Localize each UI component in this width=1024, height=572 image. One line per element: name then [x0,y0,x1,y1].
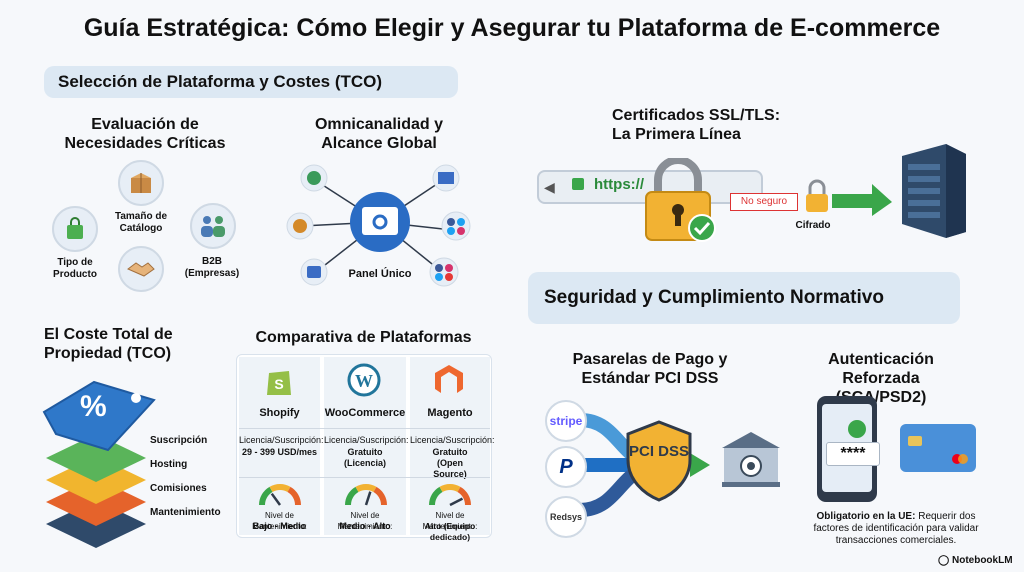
gauge-segment [373,486,387,506]
maintenance-value: Medio - Alto [339,521,391,531]
license-label: Licencia/Suscripción: [239,435,324,445]
shopping-bag-icon [52,206,98,252]
paypal-label: P [559,455,573,478]
needs-title: Evaluación de Necesidades Críticas [64,116,226,152]
padlock-icon [645,158,716,242]
needs-item-catalog: Tamaño de Catálogo [114,211,168,234]
svg-text:W: W [355,371,373,391]
encrypted-label: Cifrado [795,220,831,231]
bank-icon [722,432,780,487]
license-value: Gratuito (Licencia) [343,447,386,468]
page-title: Guía Estratégica: Cómo Elegir y Asegurar… [83,14,941,42]
gauge-segment [439,484,461,493]
needs-item-b2b: B2B (Empresas) [184,256,240,279]
url-text: https:// [594,176,644,193]
auth-note: Obligatorio en la UE: Requerir dos facto… [800,511,992,547]
padlock-small-icon [572,178,584,190]
platform-name-magento: Magento [427,407,473,419]
back-arrow-icon[interactable]: ◀ [544,179,555,195]
paypal-logo-icon: P [545,446,587,488]
auth-note-text: Requerir dos factores de identificación … [813,511,979,546]
card-brand-icon [958,454,968,464]
gauge-segment [345,486,359,506]
compare-title: Comparativa de Plataformas [255,329,472,346]
footer-brand: ◯ NotebookLM [938,555,1013,566]
license-label: Licencia/Suscripción: [410,435,495,445]
tco-layer-hosting: Hosting [150,459,188,470]
notebooklm-icon: ◯ [938,555,952,566]
pci-shield-icon [626,420,692,502]
omni-diagram [286,164,471,287]
maintenance-label: Nivel de Mantenimiento: [422,511,478,531]
gauge-segment [287,486,301,506]
platform-name-woocommerce: WooCommerce [324,407,406,419]
credit-card-icon [900,424,976,472]
maintenance-gauge-icon [429,484,471,507]
redsys-logo-icon: Redsys [545,496,587,538]
check-icon [848,420,866,438]
maintenance-label: Nivel de Mantenimiento: [337,511,393,531]
license-label: Licencia/Suscripción: [324,435,409,445]
stripe-logo-icon: stripe [545,400,587,442]
encryption-arrow-icon [806,179,892,216]
section-header-platform: Selección de Plataforma y Costes (TCO) [44,66,458,98]
license-value: 29 - 399 USD/mes [241,447,318,457]
people-icon [190,203,236,249]
tco-layer-maintenance: Mantenimiento [150,507,221,518]
maintenance-label: Nivel de Mantenimiento: [252,511,307,531]
pci-shield-label: PCI DSS [628,443,689,460]
ssl-title: Certificados SSL/TLS: La Primera Línea [612,107,781,143]
gauge-segment [457,486,471,506]
section-header-security: Seguridad y Cumplimiento Normativo [528,272,960,324]
maintenance-value: Bajo - Medio [252,521,307,531]
redsys-label: Redsys [549,512,583,522]
tag-percent: % [80,390,107,423]
needs-item-product-type: Tipo de Producto [53,257,97,280]
auth-title: Autenticación Reforzada (SCA/PSD2) [828,351,934,406]
footer-brand-label: NotebookLM [951,555,1013,566]
gauge-needle [364,491,372,506]
server-icon [902,144,966,238]
gauge-needle [449,497,464,507]
omni-center-label: Panel Único [348,268,412,280]
gauge-needle [270,492,282,506]
shopify-icon: S [263,363,295,402]
platform-name-shopify: Shopify [259,407,300,419]
gauge-segment [429,486,443,506]
not-secure-badge: No seguro [730,193,798,211]
auth-note-bold: Obligatorio en la UE: [816,511,916,522]
tco-layer-commissions: Comisiones [150,483,207,494]
magento-icon [433,363,465,402]
tco-stack-diagram [42,380,156,548]
license-value: Gratuito (Open Source) [432,447,468,479]
compare-col-magento [410,357,490,535]
card-brand-icon [952,454,962,464]
omni-title: Omnicanalidad y Alcance Global [314,116,444,152]
maintenance-gauge-icon [345,484,387,506]
tco-title: El Coste Total de Propiedad (TCO) [44,326,173,362]
compare-table: S W Shopify WooCommerce Magento Licencia… [236,354,495,542]
handshake-icon [118,246,164,292]
divider [239,428,490,429]
wordpress-icon: W [347,363,381,402]
card-chip-icon [908,436,922,446]
maintenance-value: Alto (Equipo dedicado) [424,521,476,542]
maintenance-gauge-icon [259,484,301,506]
gauge-segment [355,484,377,493]
stripe-label: stripe [549,414,583,428]
gauge-segment [269,484,291,493]
divider [239,477,490,478]
pin-field: **** [826,442,880,466]
tco-layer-subscription: Suscripción [150,435,208,446]
svg-text:S: S [274,376,283,392]
box-icon [118,160,164,206]
gauge-segment [259,486,273,506]
payments-title: Pasarelas de Pago y Estándar PCI DSS [572,351,728,387]
